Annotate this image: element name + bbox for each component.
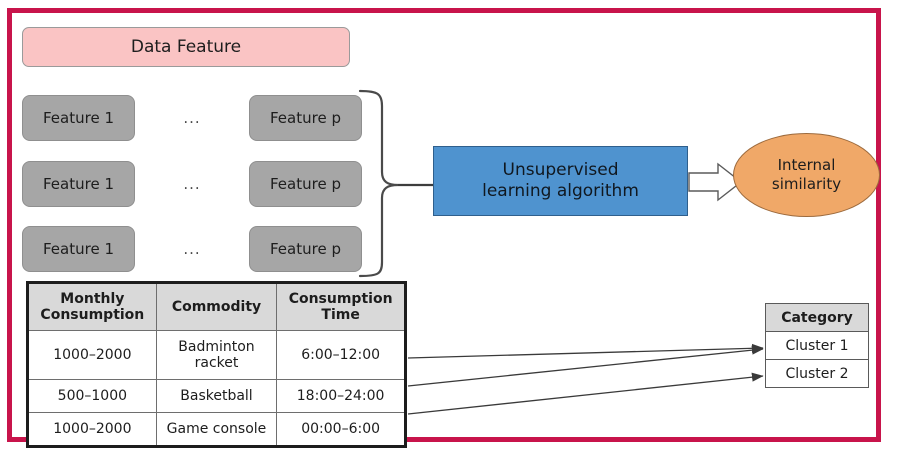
feature-row-1: Feature 1 ... Feature p <box>22 95 362 141</box>
cell-consumption: 1000–2000 <box>27 412 157 447</box>
feature-box-last: Feature p <box>249 226 362 272</box>
internal-similarity-ellipse: Internal similarity <box>733 133 880 217</box>
category-header-row: Category <box>765 303 869 332</box>
data-feature-label: Data Feature <box>130 37 242 57</box>
consumption-table: Monthly Consumption Commodity Consumptio… <box>26 281 407 448</box>
cell-time: 00:00–6:00 <box>276 412 406 447</box>
feature-label: Feature 1 <box>43 240 114 258</box>
cluster-item-1: Cluster 1 <box>765 331 869 360</box>
algorithm-line-1: Unsupervised <box>502 159 619 180</box>
data-feature-banner: Data Feature <box>22 27 350 67</box>
table-row: 500–1000 Basketball 18:00–24:00 <box>27 379 406 413</box>
output-line-1: Internal <box>777 155 836 174</box>
algorithm-line-2: learning algorithm <box>482 181 639 201</box>
cluster-row: Cluster 1 <box>765 331 869 360</box>
header-line: Monthly <box>60 290 125 307</box>
feature-box-first: Feature 1 <box>22 161 135 207</box>
table-header-commodity: Commodity <box>155 282 278 331</box>
header-line: Commodity <box>171 298 262 315</box>
feature-label: Feature p <box>270 240 341 258</box>
feature-ellipsis: ... <box>183 175 201 193</box>
algorithm-box: Unsupervised learning algorithm <box>433 146 688 216</box>
feature-ellipsis: ... <box>183 240 201 258</box>
category-header: Category <box>765 303 869 332</box>
cell-line: racket <box>194 355 239 371</box>
curly-brace-icon <box>358 89 438 278</box>
feature-label: Feature p <box>270 175 341 193</box>
table-row: 1000–2000 Badminton racket 6:00–12:00 <box>27 330 406 380</box>
table-header-row: Monthly Consumption Commodity Consumptio… <box>27 282 406 331</box>
header-line: Consumption <box>40 307 145 323</box>
cluster-item-2: Cluster 2 <box>765 359 869 388</box>
cell-time: 6:00–12:00 <box>276 330 406 380</box>
feature-box-last: Feature p <box>249 161 362 207</box>
block-arrow-icon <box>688 162 743 202</box>
feature-label: Feature p <box>270 109 341 127</box>
cell-commodity: Basketball <box>155 379 278 413</box>
feature-box-first: Feature 1 <box>22 95 135 141</box>
feature-row-3: Feature 1 ... Feature p <box>22 226 362 272</box>
feature-label: Feature 1 <box>43 175 114 193</box>
header-line: Consumption <box>288 290 393 307</box>
cell-consumption: 500–1000 <box>27 379 157 413</box>
cluster-row: Cluster 2 <box>765 359 869 388</box>
cell-time: 18:00–24:00 <box>276 379 406 413</box>
feature-ellipsis: ... <box>183 109 201 127</box>
feature-label: Feature 1 <box>43 109 114 127</box>
cell-consumption: 1000–2000 <box>27 330 157 380</box>
table-row: 1000–2000 Game console 00:00–6:00 <box>27 412 406 447</box>
category-table: Category Cluster 1 Cluster 2 <box>765 303 869 388</box>
cell-commodity: Badminton racket <box>155 330 278 380</box>
table-header-monthly-consumption: Monthly Consumption <box>27 282 157 331</box>
feature-box-first: Feature 1 <box>22 226 135 272</box>
cell-line: Badminton <box>178 338 255 355</box>
output-line-2: similarity <box>771 175 842 193</box>
header-line: Time <box>321 307 360 323</box>
feature-row-2: Feature 1 ... Feature p <box>22 161 362 207</box>
feature-box-last: Feature p <box>249 95 362 141</box>
table-header-consumption-time: Consumption Time <box>276 282 406 331</box>
cell-commodity: Game console <box>155 412 278 447</box>
